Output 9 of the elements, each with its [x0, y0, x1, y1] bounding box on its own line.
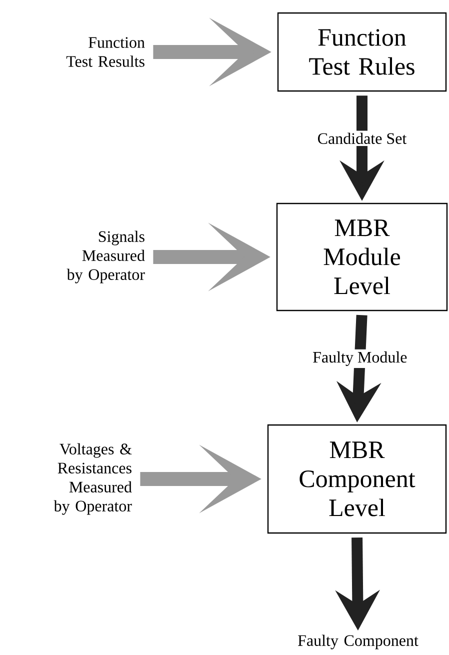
edge-label: Candidate Set: [315, 130, 409, 146]
text-label: Voltages & Resistances Measured by Operator: [54, 443, 132, 515]
edge-label: Faulty Module: [310, 349, 410, 368]
process-box: MBR Component Level: [267, 424, 447, 534]
process-box: MBR Module Level: [276, 202, 448, 312]
text-label: Faulty Component: [298, 634, 418, 650]
text-label: Signals Measured by Operator: [66, 230, 145, 284]
process-box: Function Test Rules: [277, 12, 447, 92]
text-label: Function Test Results: [66, 37, 145, 67]
